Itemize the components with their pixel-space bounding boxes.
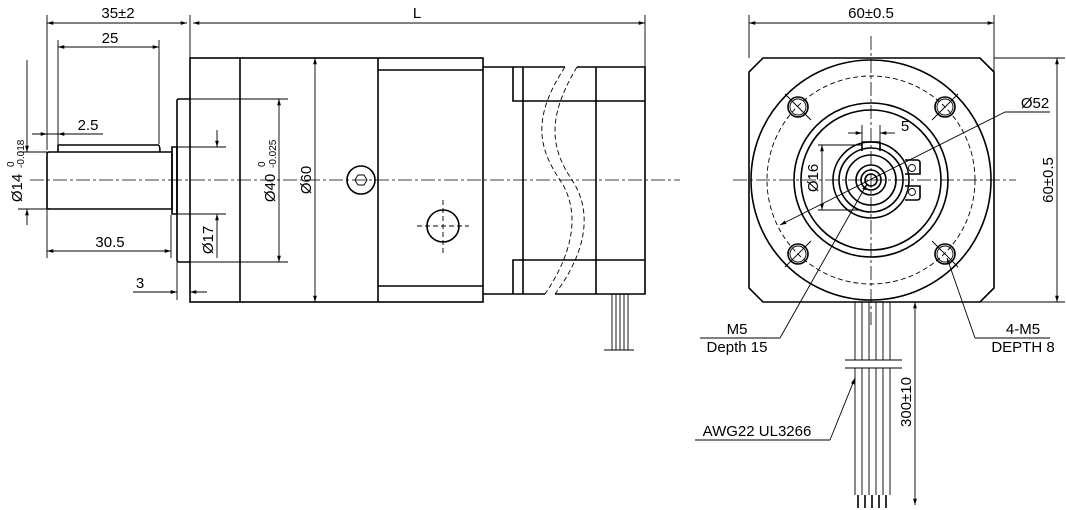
- shaft-key: [57, 144, 161, 153]
- dim-width: 60±0.5: [848, 5, 894, 22]
- output-shaft: [46, 151, 173, 210]
- dim-shoulder-dia: Ø17: [200, 226, 217, 254]
- dim-pilot-dia-lower-tol: -0.025: [268, 139, 279, 168]
- mount-holes: [784, 93, 959, 268]
- side-view: 35±2 L 25 Ø14 0 -0.018 2.5 30.5 3 Ø17 Ø4…: [6, 5, 680, 351]
- cable: [845, 302, 902, 508]
- dim-key-offset: 2.5: [78, 117, 99, 134]
- motor-body: [483, 66, 646, 295]
- dim-shaft-length: 35±2: [101, 5, 134, 22]
- cable-length: 300±10: [898, 377, 915, 427]
- dim-hub-dia: Ø16: [805, 164, 822, 192]
- center-thread: M5: [727, 321, 748, 338]
- dim-pilot-dia-upper-tol: 0: [257, 161, 268, 167]
- dim-pilot-dia: Ø40: [262, 174, 279, 202]
- center-thread-depth: Depth 15: [707, 339, 768, 356]
- gearbox-body: [189, 57, 484, 303]
- dim-height: 60±0.5: [1040, 157, 1057, 203]
- pilot-flange: [176, 98, 190, 263]
- dim-shaft-dia: Ø14: [9, 174, 26, 202]
- side-hole: [417, 200, 469, 256]
- front-view: 60±0.5 60±0.5 Ø52 5 Ø16 M5 Depth 15 4-M5…: [695, 5, 1065, 508]
- mount-thread: 4-M5: [1006, 321, 1040, 338]
- dim-pilot-depth: 3: [136, 275, 144, 292]
- motor-wires: [604, 294, 634, 351]
- cable-spec: AWG22 UL3266: [703, 423, 812, 440]
- mount-thread-depth: DEPTH 8: [991, 339, 1054, 356]
- dim-shaft-dia-upper-tol: 0: [6, 161, 17, 167]
- dim-total-length: L: [413, 5, 421, 22]
- dim-body-dia: Ø60: [298, 166, 315, 194]
- dim-shaft-dia-lower-tol: -0.018: [16, 139, 27, 168]
- dim-pcd: Ø52: [1021, 95, 1049, 112]
- dim-key-width: 5: [901, 118, 909, 135]
- hex-screw-icon: [346, 165, 376, 195]
- dim-key-length: 25: [102, 30, 119, 47]
- dim-shaft-visible: 30.5: [95, 234, 124, 251]
